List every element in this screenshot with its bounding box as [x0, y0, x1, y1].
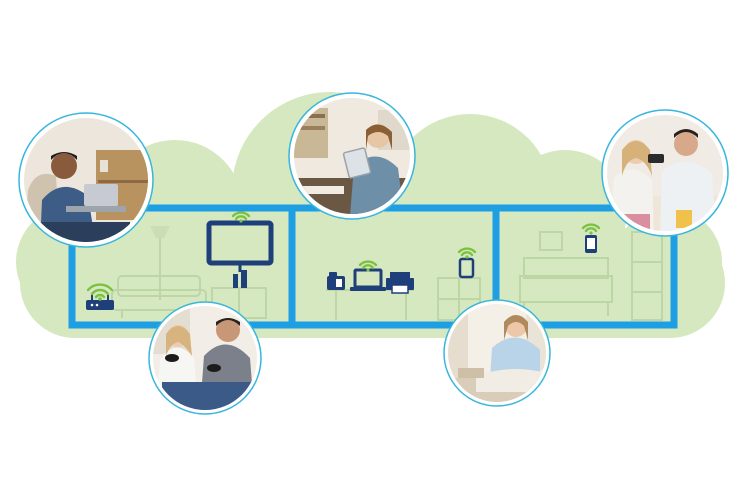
tablet-icon — [458, 257, 475, 279]
bed — [519, 257, 613, 316]
man-with-laptop-photo — [18, 112, 154, 248]
game-console-icon — [233, 270, 247, 288]
couple-with-phone-photo — [601, 109, 729, 237]
printer-icon — [386, 272, 414, 294]
woman-with-tablet-photo — [288, 92, 416, 220]
wifi-router-dot — [98, 297, 102, 301]
router-icon — [86, 294, 114, 310]
smartphone-icon — [585, 235, 597, 253]
wifi-laptop-icon — [358, 260, 378, 270]
wifi-router-icon — [86, 283, 114, 299]
phone-icon — [327, 272, 345, 290]
wifi-tv-icon — [231, 211, 251, 221]
couple-gaming-photo — [148, 301, 262, 415]
wifi-tablet-icon — [457, 247, 477, 257]
wall-picture — [539, 231, 563, 251]
wifi-smartphone-icon — [581, 223, 601, 233]
woman-meditating-photo — [443, 299, 551, 407]
tv-icon — [206, 220, 274, 272]
